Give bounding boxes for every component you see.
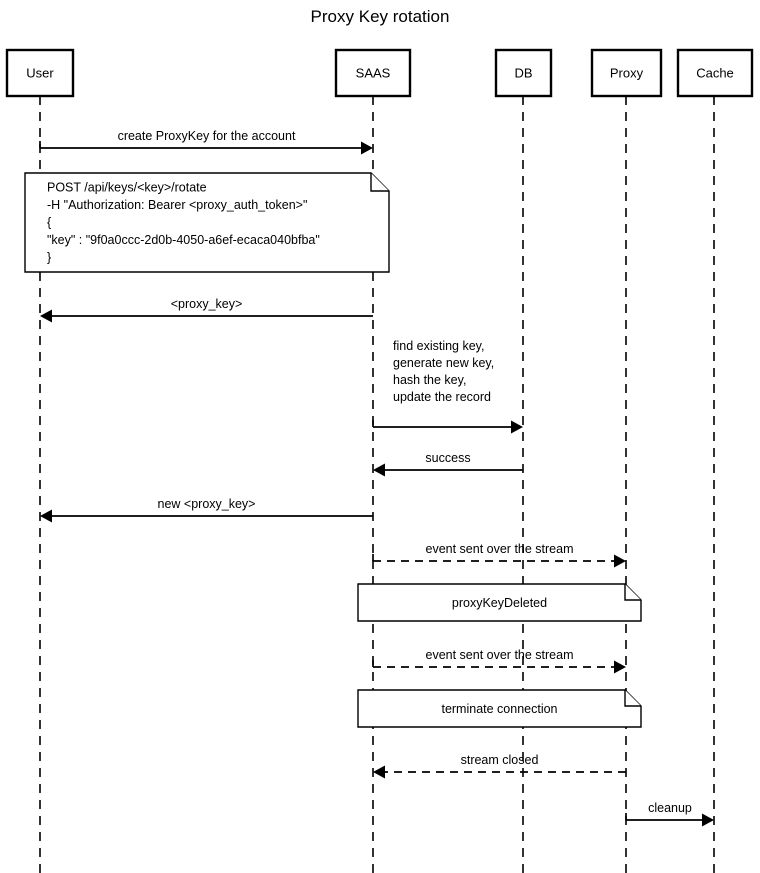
message-label-m5: new <proxy_key>: [158, 497, 256, 511]
message-arrowhead-m7: [614, 660, 626, 674]
message-arrowhead-m8: [373, 765, 385, 779]
participant-label-db: DB: [514, 66, 532, 81]
message-arrowhead-m2: [40, 309, 52, 323]
note-body-note-request: [24, 172, 390, 273]
message-label-m4: success: [425, 451, 470, 465]
note-line-note-request-3: "key" : "9f0a0ccc-2d0b-4050-a6ef-ecaca04…: [47, 233, 320, 247]
participant-saas[interactable]: SAAS: [334, 48, 412, 98]
note-line-note-proxy-key-deleted-0: proxyKeyDeleted: [452, 596, 547, 610]
participant-db[interactable]: DB: [494, 48, 553, 98]
note-note-proxy-key-deleted[interactable]: proxyKeyDeleted: [357, 583, 642, 622]
message-label-m9: cleanup: [648, 801, 692, 815]
message-m4[interactable]: success: [373, 451, 523, 477]
note-note-request[interactable]: POST /api/keys/<key>/rotate -H "Authoriza…: [24, 172, 390, 273]
message-arrowhead-m6: [614, 554, 626, 568]
participant-label-proxy: Proxy: [610, 66, 644, 81]
message-m2[interactable]: <proxy_key>: [40, 297, 373, 323]
message-m5[interactable]: new <proxy_key>: [40, 497, 373, 523]
activity-line-activity-saas-rotate-2: hash the key,: [393, 373, 466, 387]
message-m8[interactable]: stream closed: [373, 753, 626, 779]
messages-group: create ProxyKey for the account <proxy_ke…: [39, 129, 714, 827]
message-label-m1: create ProxyKey for the account: [118, 129, 296, 143]
message-m3[interactable]: [372, 420, 523, 434]
message-arrowhead-m1: [361, 141, 373, 155]
note-body-note-terminate-connection: [357, 689, 642, 728]
activity-line-activity-saas-rotate-3: update the record: [393, 390, 491, 404]
note-line-note-request-4: }: [47, 251, 51, 265]
note-line-note-request-1: -H "Authorization: Bearer <proxy_auth_to…: [47, 198, 307, 212]
participant-label-user: User: [26, 66, 54, 81]
page-title: Proxy Key rotation: [311, 7, 450, 26]
message-m7[interactable]: event sent over the stream: [372, 648, 626, 674]
participant-user[interactable]: User: [5, 48, 75, 98]
note-fold-note-proxy-key-deleted: [624, 584, 641, 601]
message-label-m6: event sent over the stream: [426, 542, 574, 556]
note-line-note-request-0: POST /api/keys/<key>/rotate: [47, 181, 207, 195]
participant-proxy[interactable]: Proxy: [590, 48, 663, 98]
note-note-terminate-connection[interactable]: terminate connection: [357, 689, 642, 728]
participant-cache[interactable]: Cache: [676, 48, 754, 98]
note-body-note-proxy-key-deleted: [357, 583, 642, 622]
note-fold-note-terminate-connection: [624, 690, 641, 707]
message-label-m7: event sent over the stream: [426, 648, 574, 662]
activity-line-activity-saas-rotate-0: find existing key,: [393, 339, 484, 353]
participant-box-cache: [676, 48, 754, 98]
note-fold-note-request: [370, 173, 389, 192]
message-arrowhead-m5: [40, 509, 52, 523]
message-label-m8: stream closed: [461, 753, 539, 767]
message-m1[interactable]: create ProxyKey for the account: [39, 129, 373, 155]
participant-box-user: [5, 48, 75, 98]
message-m9[interactable]: cleanup: [625, 801, 714, 827]
activity-line-activity-saas-rotate-1: generate new key,: [393, 356, 494, 370]
note-line-note-request-2: {: [47, 216, 51, 230]
participants-group: User SAAS DB Proxy Cache: [5, 48, 754, 98]
message-label-m2: <proxy_key>: [171, 297, 243, 311]
participant-label-cache: Cache: [696, 66, 734, 81]
note-line-note-terminate-connection-0: terminate connection: [441, 702, 557, 716]
notes-group: POST /api/keys/<key>/rotate -H "Authoriza…: [24, 172, 642, 728]
participant-box-proxy: [590, 48, 663, 98]
participant-label-saas: SAAS: [356, 66, 391, 81]
participant-box-saas: [334, 48, 412, 98]
activity-note-activity-saas-rotate: find existing key, generate new key, hash …: [393, 339, 494, 404]
message-arrowhead-m4: [373, 463, 385, 477]
activity-notes-group: find existing key, generate new key, hash …: [393, 339, 494, 404]
message-m6[interactable]: event sent over the stream: [372, 542, 626, 568]
participant-box-db: [494, 48, 553, 98]
message-arrowhead-m9: [702, 813, 714, 827]
message-arrowhead-m3: [511, 420, 523, 434]
